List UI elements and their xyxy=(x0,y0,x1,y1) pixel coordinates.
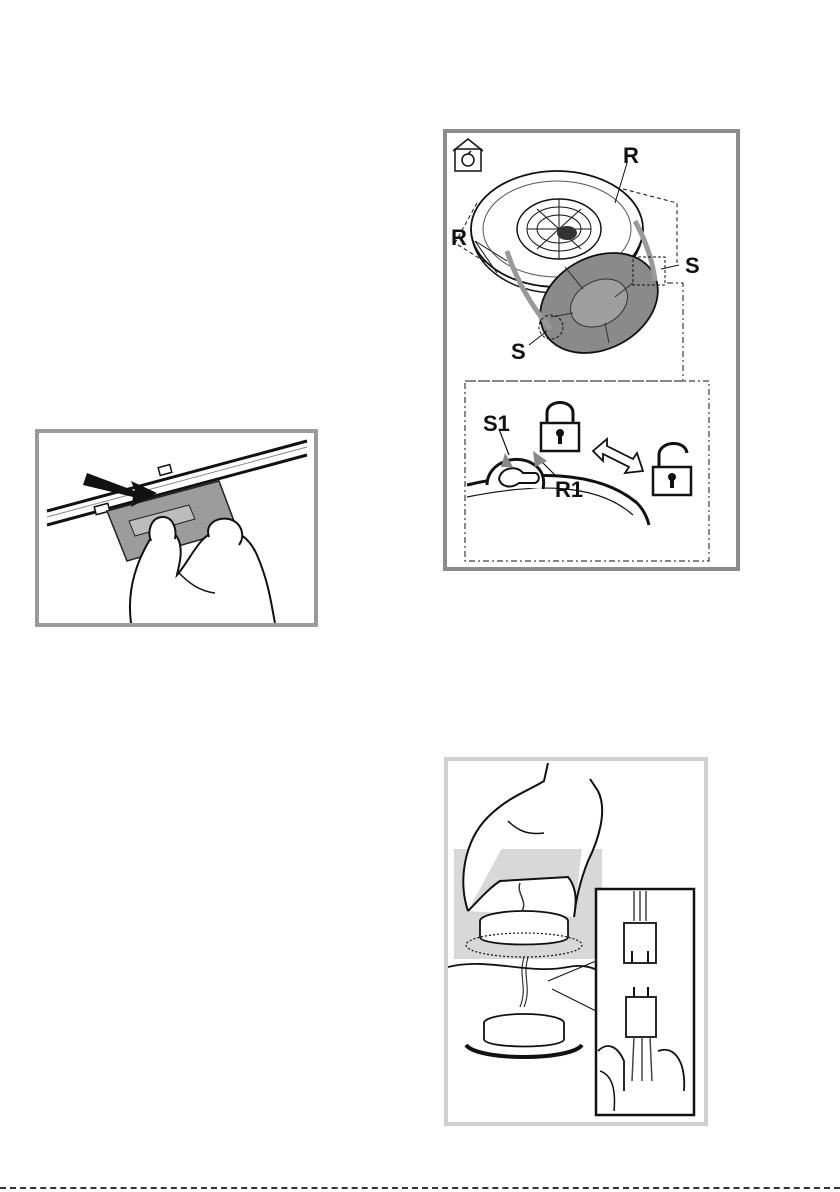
padlock-open-icon xyxy=(653,443,691,495)
label-r-top: R xyxy=(623,143,639,168)
label-s-bottom: S xyxy=(511,339,526,364)
carbon-filter-figure: R R S S S1 R1 xyxy=(443,129,740,571)
label-s1: S1 xyxy=(483,411,510,436)
label-r1: R1 xyxy=(555,477,583,502)
lamp-replacement-illustration xyxy=(448,761,704,1122)
label-r-left: R xyxy=(451,225,467,250)
padlock-closed-icon xyxy=(541,403,579,452)
lamp-replacement-figure xyxy=(444,757,708,1126)
recirculation-house-icon xyxy=(453,139,483,171)
bottom-dashed-rule xyxy=(0,1187,840,1189)
carbon-filter-illustration: R R S S S1 R1 xyxy=(447,133,736,567)
grease-filter-illustration xyxy=(39,433,314,623)
label-s-right: S xyxy=(685,253,700,278)
grease-filter-figure xyxy=(35,429,318,627)
double-arrow-icon xyxy=(593,439,643,473)
